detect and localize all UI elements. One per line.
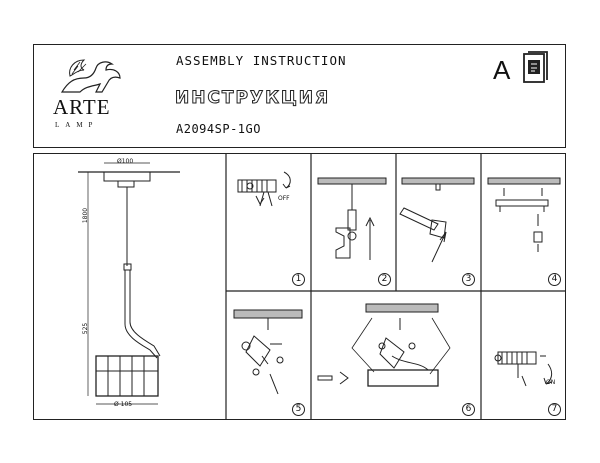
step-number-1: 1 [292, 273, 305, 286]
step-number-6: 6 [462, 403, 475, 416]
brand-subtitle: LAMP [55, 121, 99, 129]
label-off: OFF [278, 195, 290, 202]
header-frame [33, 44, 566, 148]
dim-shade-width: Ø 105 [114, 401, 133, 408]
step-number-2: 2 [378, 273, 391, 286]
step-number-7: 7 [548, 403, 561, 416]
step-number-5: 5 [292, 403, 305, 416]
label-on: ON [546, 379, 556, 386]
model-number: A2094SP-1GO [176, 122, 261, 136]
title-english: ASSEMBLY INSTRUCTION [176, 53, 347, 68]
main-frame [33, 153, 566, 420]
manual-book-icon [523, 51, 548, 83]
brand-name: ARTE [53, 95, 111, 119]
dim-top-width: Ø100 [117, 158, 134, 165]
step-number-3: 3 [462, 273, 475, 286]
title-russian: ИНСТРУКЦИЯ [174, 88, 331, 109]
griffin-logo-icon [60, 59, 121, 93]
step-number-4: 4 [548, 273, 561, 286]
corner-letter: A [493, 55, 511, 85]
